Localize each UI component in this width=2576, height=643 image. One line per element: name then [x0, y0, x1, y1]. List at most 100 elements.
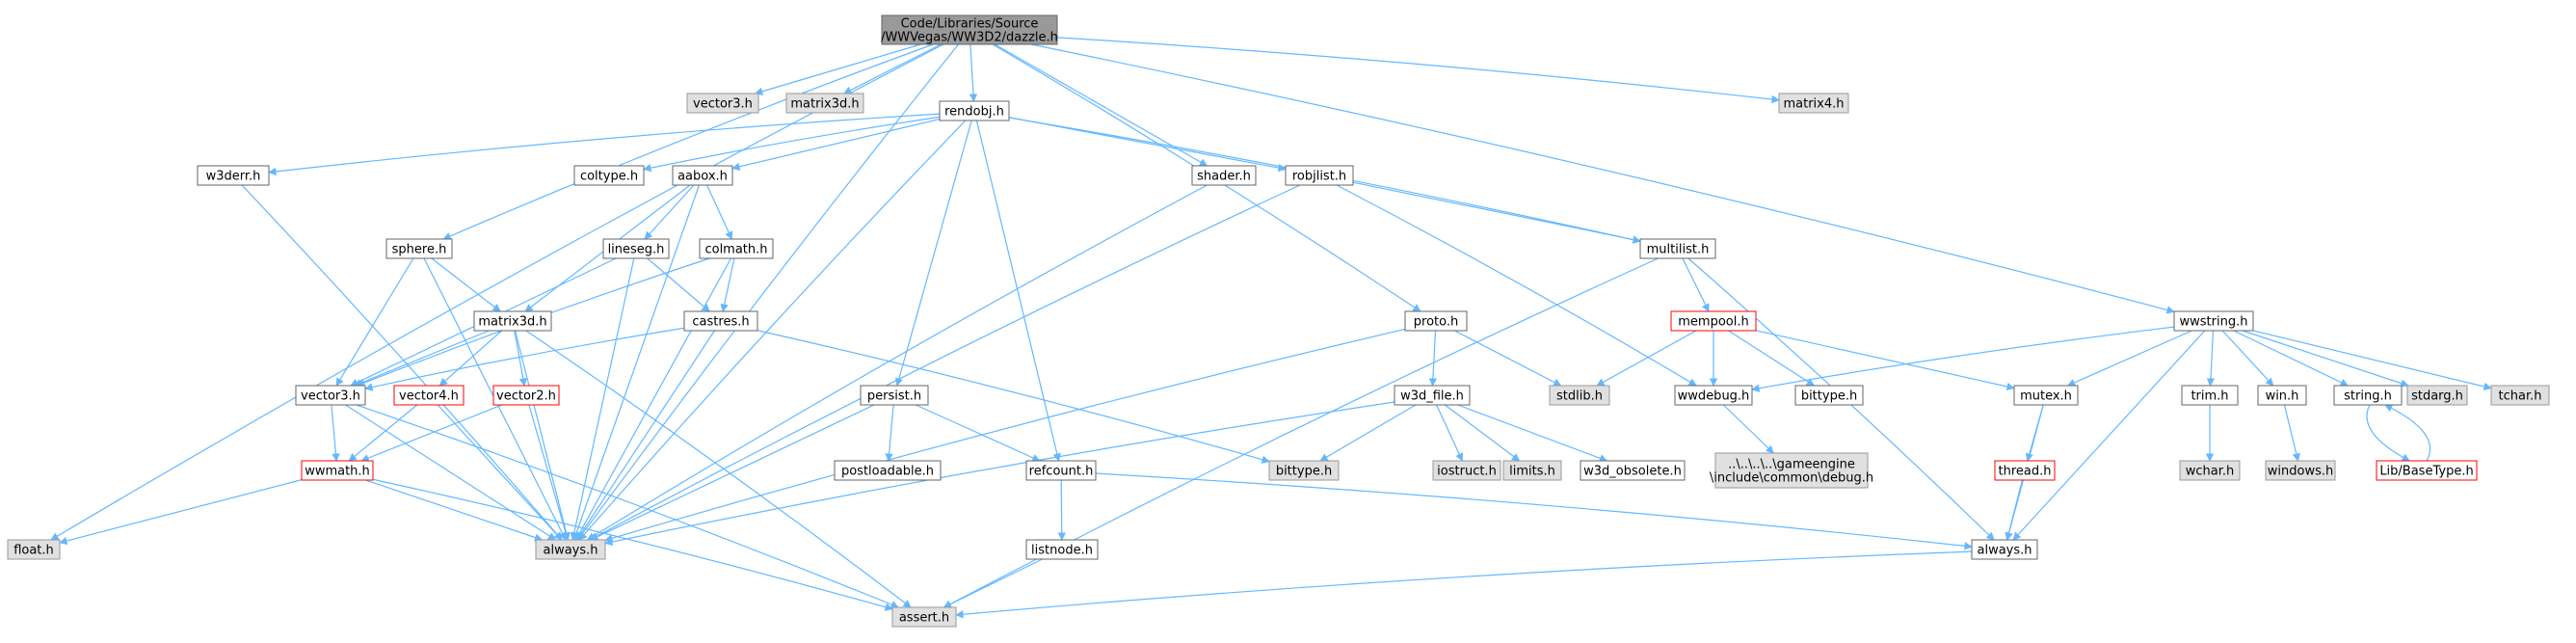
- edge-aabox-to-always_ext: [572, 184, 701, 541]
- node-refcount[interactable]: refcount.h: [1025, 460, 1097, 481]
- node-box: [1778, 93, 1849, 114]
- node-label: listnode.h: [1031, 544, 1093, 558]
- edge-wwstring-to-trim: [2206, 330, 2216, 387]
- edge-thread-to-always: [2005, 479, 2024, 541]
- edge-multilist-to-mempool: [1682, 257, 1710, 312]
- node-basetype[interactable]: Lib/BaseType.h: [2376, 460, 2478, 481]
- node-bittype[interactable]: bittype.h: [1794, 385, 1864, 406]
- node-vector4[interactable]: vector4.h: [393, 385, 465, 406]
- node-tchar: tchar.h: [2490, 385, 2550, 406]
- node-thread[interactable]: thread.h: [1994, 460, 2056, 481]
- edge-rendobj-to-w3derr: [268, 113, 941, 176]
- node-coltype[interactable]: coltype.h: [573, 165, 645, 186]
- node-label: always.h: [543, 544, 598, 558]
- node-persist[interactable]: persist.h: [860, 385, 929, 406]
- edge-listnode-to-assert: [943, 558, 1043, 608]
- node-wwstring[interactable]: wwstring.h: [2173, 310, 2254, 332]
- node-box: [785, 93, 864, 114]
- node-vector3[interactable]: vector3.h: [295, 385, 366, 406]
- edge-w3d_file-to-w3d_obsolete: [1457, 404, 1608, 463]
- node-label: w3d_file.h: [1400, 389, 1464, 404]
- edge-mempool-to-stdlib: [1596, 330, 1697, 387]
- node-matrix3d[interactable]: matrix3d.h: [473, 310, 552, 332]
- node-proto[interactable]: proto.h: [1404, 310, 1468, 332]
- node-box: [1994, 460, 2056, 481]
- node-label: colmath.h: [704, 243, 767, 257]
- node-label: sphere.h: [392, 243, 447, 257]
- node-label: ..\..\..\..\gameengine: [1728, 458, 1855, 472]
- edge-persist-to-refcount: [915, 404, 1041, 462]
- node-mutex[interactable]: mutex.h: [2013, 385, 2079, 406]
- node-label: w3d_obsolete.h: [1583, 465, 1682, 479]
- edge-wwstring-to-wwdebug: [1751, 326, 2175, 392]
- node-aabox[interactable]: aabox.h: [672, 165, 733, 186]
- edge-dazzle-to-vector3_ext: [754, 43, 921, 95]
- edge-proto-to-stdlib: [1454, 330, 1562, 387]
- node-box: [1670, 310, 1757, 332]
- edge-basetype-to-string: [2384, 404, 2431, 462]
- edge-vector4-to-wwmath: [348, 404, 418, 462]
- node-robjlist[interactable]: robjlist.h: [1285, 165, 1354, 186]
- node-wwmath[interactable]: wwmath.h: [301, 460, 374, 481]
- node-vector2[interactable]: vector2.h: [492, 385, 560, 406]
- node-label: always.h: [1977, 544, 2032, 558]
- node-debug: ..\..\..\..\gameengine\include\common\de…: [1710, 452, 1873, 489]
- edge-wwstring-to-win: [2221, 330, 2274, 387]
- node-listnode[interactable]: listnode.h: [1025, 539, 1099, 560]
- node-wchar: wchar.h: [2179, 460, 2241, 481]
- node-label: refcount.h: [1029, 465, 1094, 479]
- node-sphere[interactable]: sphere.h: [385, 238, 453, 259]
- node-assert: assert.h: [891, 606, 957, 628]
- edge-wwmath-to-float: [59, 479, 303, 546]
- edge-robjlist-to-multilist: [1352, 181, 1641, 244]
- node-wwdebug[interactable]: wwdebug.h: [1674, 385, 1753, 406]
- node-always[interactable]: always.h: [1971, 539, 2038, 560]
- node-box: [1580, 460, 1686, 481]
- edge-w3d_file-to-iostruct: [1436, 404, 1464, 462]
- edge-rendobj-to-persist: [894, 120, 972, 387]
- node-label: robjlist.h: [1292, 170, 1346, 184]
- node-castres[interactable]: castres.h: [683, 310, 758, 332]
- edge-matrix3d-to-vector4: [438, 330, 503, 387]
- edge-rendobj-to-coltype: [643, 116, 941, 173]
- node-dazzle[interactable]: Code/Libraries/Source/WWVegas/WW3D2/dazz…: [881, 14, 1058, 45]
- node-label: thread.h: [1999, 465, 2052, 479]
- node-label: windows.h: [2268, 465, 2333, 479]
- edge-string-to-basetype: [2366, 404, 2410, 462]
- node-multilist[interactable]: multilist.h: [1639, 238, 1716, 259]
- node-postloadable[interactable]: postloadable.h: [834, 460, 942, 481]
- node-rendobj[interactable]: rendobj.h: [939, 100, 1010, 121]
- edge-w3d_file-to-bittype_ext: [1319, 404, 1417, 462]
- node-label: vector3.h: [693, 97, 753, 112]
- node-win[interactable]: win.h: [2257, 385, 2307, 406]
- edge-wwstring-to-always: [2012, 330, 2206, 541]
- node-box: [492, 385, 560, 406]
- node-mempool[interactable]: mempool.h: [1670, 310, 1757, 332]
- edge-dazzle-to-wwstring: [1030, 43, 2175, 314]
- node-shader[interactable]: shader.h: [1191, 165, 1257, 186]
- node-label: stdlib.h: [1556, 389, 1603, 404]
- node-w3derr[interactable]: w3derr.h: [197, 165, 270, 186]
- node-w3d_obsolete[interactable]: w3d_obsolete.h: [1580, 460, 1686, 481]
- node-colmath[interactable]: colmath.h: [699, 238, 774, 259]
- node-trim[interactable]: trim.h: [2181, 385, 2239, 406]
- node-label: assert.h: [899, 611, 949, 626]
- node-box: [393, 385, 465, 406]
- edge-w3derr-to-always_ext: [241, 184, 563, 541]
- edge-aabox-to-colmath: [706, 184, 733, 240]
- edge-dazzle-to-sphere: [442, 43, 934, 240]
- node-box: [1432, 460, 1501, 481]
- node-label: mempool.h: [1678, 315, 1748, 330]
- node-label: wwmath.h: [305, 465, 370, 479]
- node-box: [295, 385, 366, 406]
- node-string[interactable]: string.h: [2333, 385, 2403, 406]
- edge-lineseg-to-castres: [647, 257, 710, 312]
- node-label: castres.h: [692, 315, 749, 330]
- node-label: Lib/BaseType.h: [2379, 465, 2473, 479]
- node-box: [573, 165, 645, 186]
- edge-shader-to-always_ext: [586, 184, 1208, 541]
- node-lineseg[interactable]: lineseg.h: [602, 238, 670, 259]
- node-w3d_file[interactable]: w3d_file.h: [1394, 385, 1471, 406]
- node-box: [2406, 385, 2468, 406]
- node-box: [602, 238, 670, 259]
